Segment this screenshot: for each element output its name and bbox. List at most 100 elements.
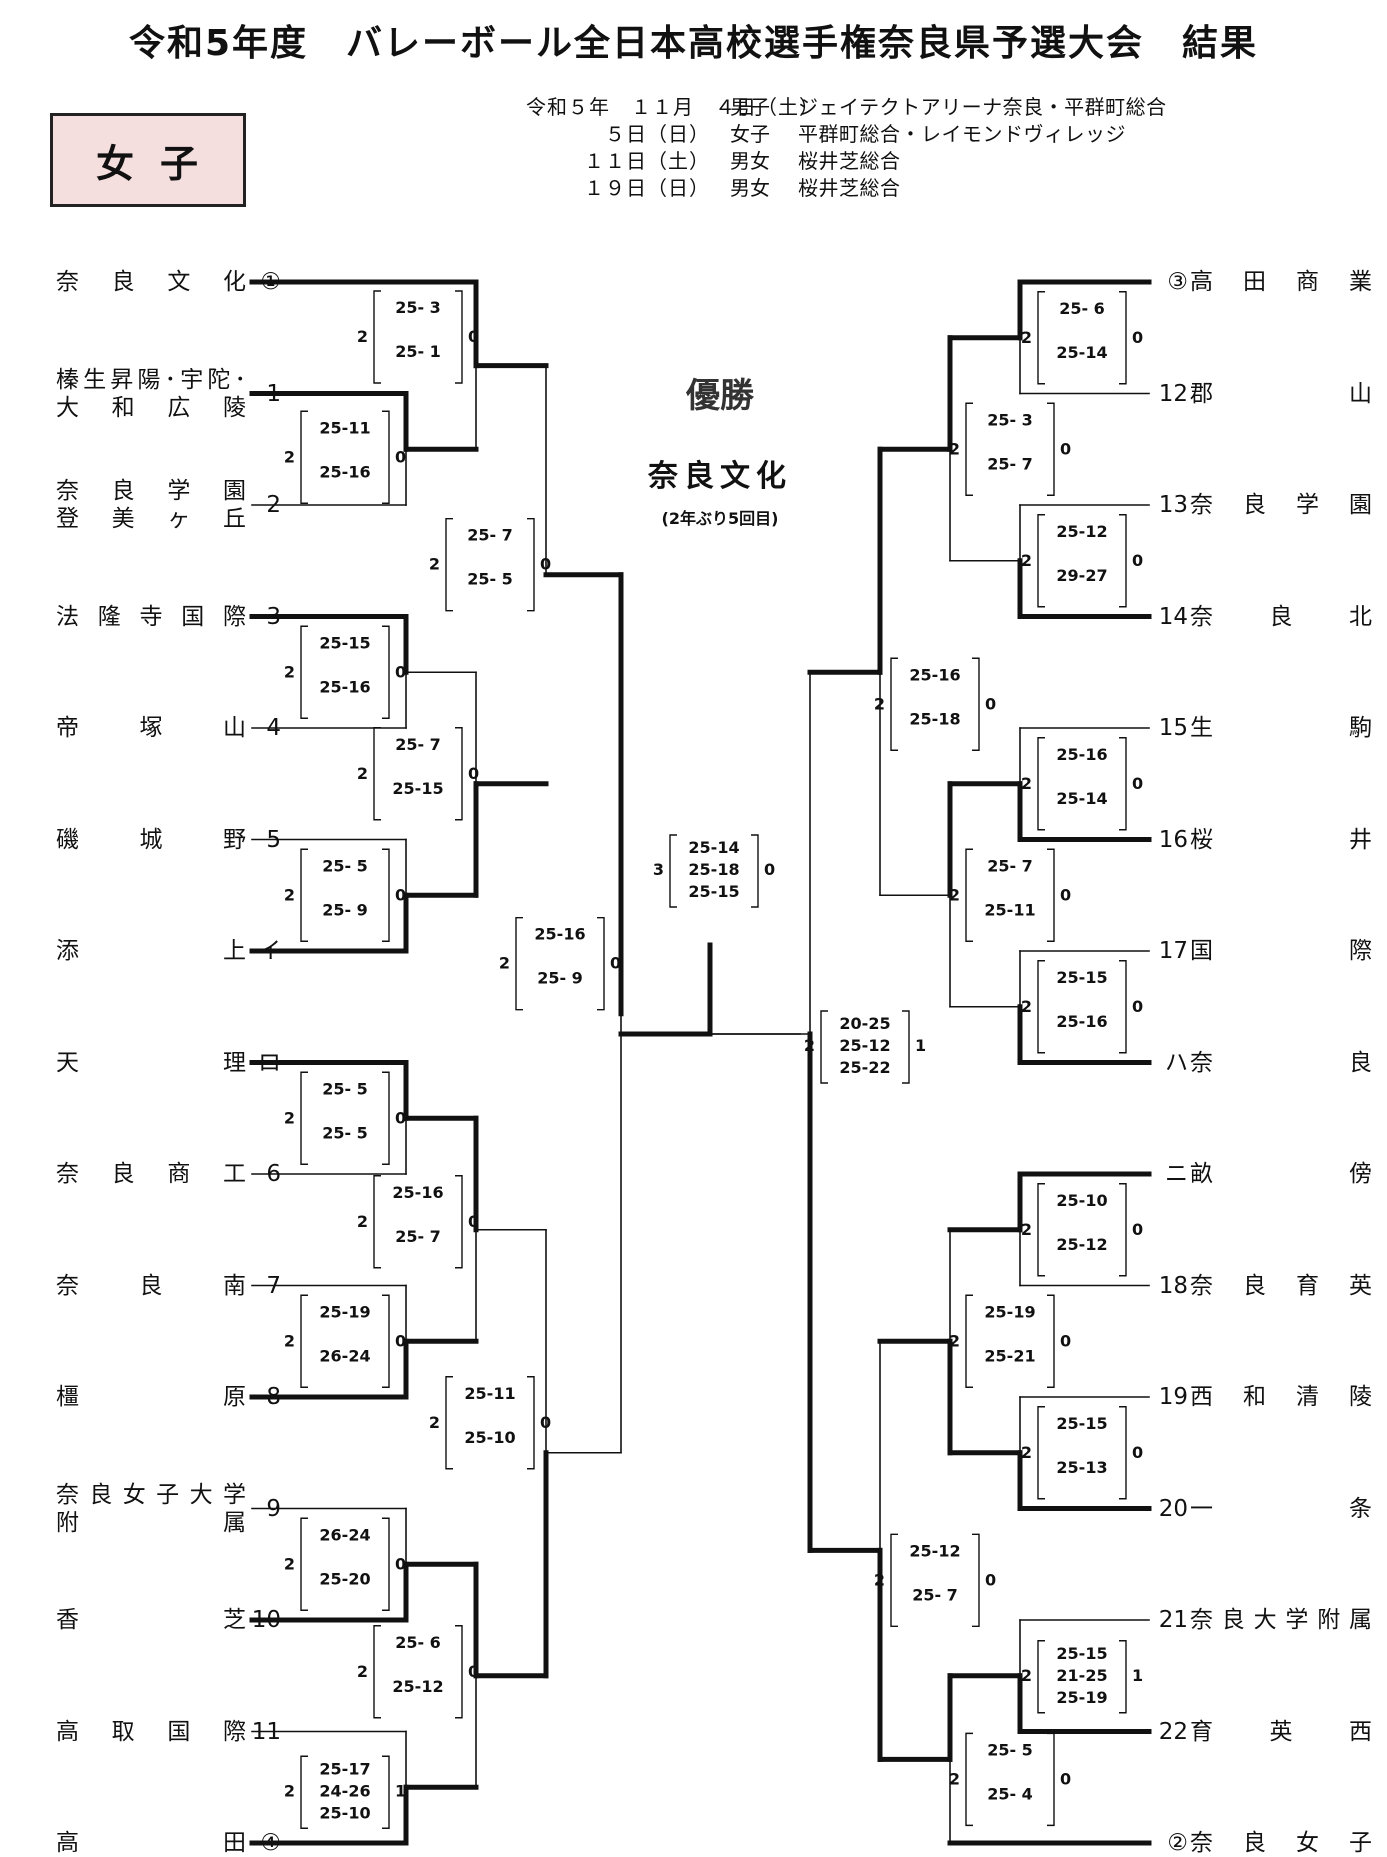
team-name: 郡山 <box>1190 380 1372 407</box>
sets-won: 2 <box>874 694 885 713</box>
team-name: 添上 <box>56 938 246 964</box>
set-score: 25-15 <box>319 633 370 652</box>
score-bracket-marks <box>965 1294 1055 1388</box>
set-score: 25- 4 <box>987 1784 1033 1803</box>
set-score: 25-16 <box>392 1183 443 1202</box>
score-bracket-marks <box>300 848 390 942</box>
schedule-division: 女子 <box>730 122 770 146</box>
score-bracket-marks <box>373 290 463 384</box>
set-score: 25-15 <box>688 882 739 901</box>
team-name: 香芝 <box>56 1607 246 1633</box>
set-score: 25-14 <box>688 838 739 857</box>
sets-won: 2 <box>1021 774 1032 793</box>
division-badge: 女子 <box>50 113 246 207</box>
team-name: 橿原 <box>56 1384 246 1410</box>
set-score: 29-27 <box>1056 566 1107 585</box>
score-bracket-marks <box>1037 1183 1127 1277</box>
sets-lost: 0 <box>395 1554 406 1573</box>
sets-won: 2 <box>1021 1443 1032 1462</box>
sets-won: 2 <box>1021 1220 1032 1239</box>
set-score: 25- 6 <box>1059 299 1105 318</box>
set-score: 25-13 <box>1056 1458 1107 1477</box>
set-score: 25-15 <box>392 779 443 798</box>
set-score: 25- 5 <box>987 1740 1033 1759</box>
champion-label: 優勝 <box>686 376 754 416</box>
set-score: 25- 3 <box>395 298 441 317</box>
schedule-venue: 桜井芝総合 <box>798 149 901 173</box>
team-seed: 18 <box>1158 1272 1188 1299</box>
set-score: 25- 7 <box>395 1227 441 1246</box>
sets-won: 2 <box>284 1331 295 1350</box>
set-score: 25- 9 <box>322 900 368 919</box>
team-name: 奈良南 <box>56 1272 246 1299</box>
team-name: 奈良 <box>1190 1049 1372 1076</box>
team-name: 榛生昇陽･宇陀･ <box>56 366 246 393</box>
team-name: 登美ヶ丘 <box>56 506 246 532</box>
score-bracket-marks <box>965 1732 1055 1827</box>
sets-won: 2 <box>1021 328 1032 347</box>
team-name: 奈良学園 <box>1190 492 1372 518</box>
sets-lost: 0 <box>1060 439 1071 458</box>
score-bracket-marks <box>515 917 605 1011</box>
sets-lost: 1 <box>915 1036 926 1055</box>
champion-note: (2年ぶり5回目) <box>661 509 779 528</box>
set-score: 25-16 <box>1056 1012 1107 1031</box>
sets-lost: 0 <box>1060 1769 1071 1788</box>
sets-won: 2 <box>949 439 960 458</box>
sets-won: 2 <box>499 954 510 973</box>
set-score: 20-25 <box>839 1014 890 1033</box>
score-bracket-marks <box>373 1625 463 1719</box>
score-bracket-marks <box>1037 960 1127 1054</box>
set-score: 25-22 <box>839 1058 890 1077</box>
set-score: 25-17 <box>319 1759 370 1778</box>
score-bracket-marks <box>373 1175 463 1269</box>
score-bracket-marks <box>300 1517 390 1611</box>
sets-lost: 0 <box>468 764 479 783</box>
sets-lost: 0 <box>985 1570 996 1589</box>
sets-lost: 0 <box>395 885 406 904</box>
sets-won: 2 <box>874 1570 885 1589</box>
set-score: 25- 6 <box>395 1633 441 1652</box>
score-bracket-marks <box>669 834 759 908</box>
team-name: 奈良女子大学 <box>56 1481 246 1508</box>
score-bracket-marks <box>300 625 390 719</box>
set-score: 21-25 <box>1056 1666 1107 1685</box>
set-score: 25-10 <box>319 1803 370 1822</box>
set-score: 25-11 <box>984 900 1035 919</box>
sets-won: 2 <box>1021 551 1032 570</box>
schedule-row: 令和５年 １１月 ４日（土）男子ジェイテクトアリーナ奈良・平群町総合 <box>526 94 1167 121</box>
set-score: 25-16 <box>319 462 370 481</box>
score-bracket-marks <box>1037 737 1127 831</box>
set-score: 25- 9 <box>537 969 583 988</box>
sets-lost: 0 <box>1060 885 1071 904</box>
sets-won: 2 <box>949 1331 960 1350</box>
schedule-division: 男子 <box>730 95 770 119</box>
schedule-date: ５日（日） <box>605 122 710 146</box>
set-score: 25- 7 <box>467 526 513 545</box>
sets-lost: 0 <box>1060 1331 1071 1350</box>
sets-won: 2 <box>284 447 295 466</box>
set-score: 25- 3 <box>987 410 1033 429</box>
sets-won: 2 <box>357 327 368 346</box>
team-seed: 14 <box>1158 603 1188 630</box>
champion-block: 優勝 奈良文化 (2年ぶり5回目) <box>580 368 860 529</box>
score-bracket-marks <box>890 1533 980 1628</box>
set-score: 25-19 <box>1056 1688 1107 1707</box>
set-score: 25-16 <box>534 925 585 944</box>
sets-won: 2 <box>284 1554 295 1573</box>
team-name: 高田商業 <box>1190 269 1372 295</box>
score-bracket-marks <box>300 410 390 504</box>
score-bracket-marks <box>445 1376 535 1470</box>
team-name: 桜井 <box>1190 826 1372 853</box>
team-name: 西和清陵 <box>1190 1384 1372 1410</box>
score-bracket-marks <box>300 1755 390 1829</box>
